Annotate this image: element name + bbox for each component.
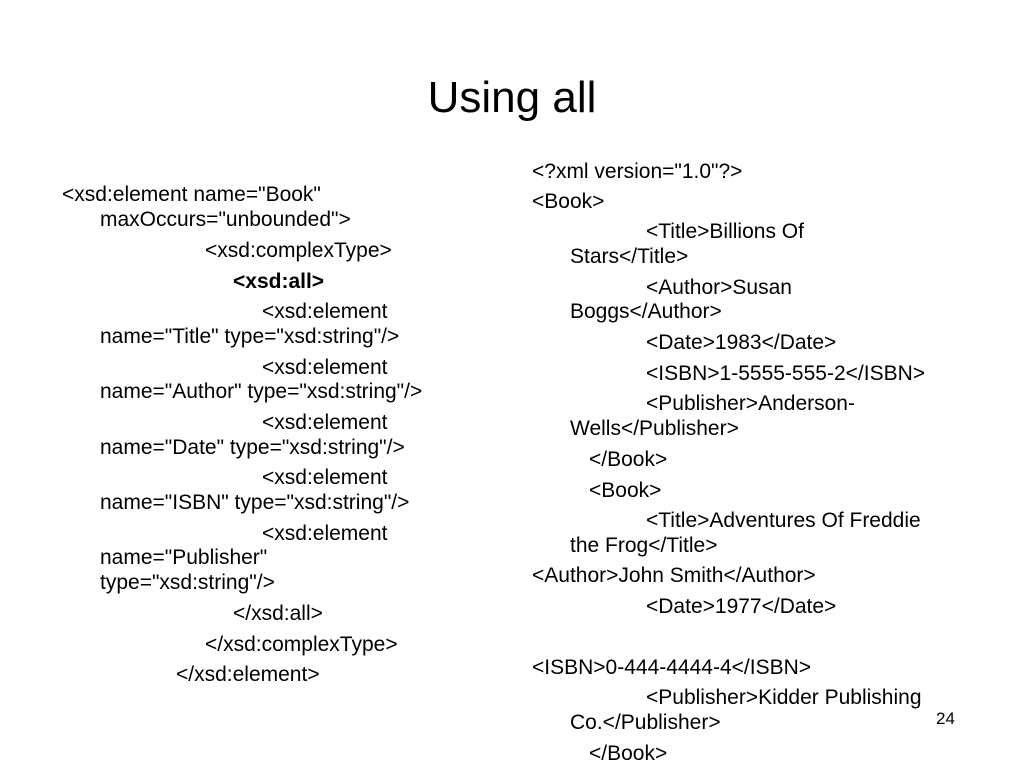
- instance-line: Stars</Title>: [570, 245, 689, 268]
- schema-line: maxOccurs="unbounded">: [100, 208, 351, 231]
- instance-line: <Book>: [532, 190, 605, 213]
- schema-line-bold: <xsd:all>: [233, 270, 325, 293]
- instance-line: </Book>: [589, 742, 668, 765]
- page-number: 24: [936, 709, 955, 728]
- slide-title: Using all: [427, 73, 597, 122]
- schema-line: type="xsd:string"/>: [100, 571, 275, 594]
- instance-line: <Author>John Smith</Author>: [532, 564, 816, 587]
- schema-line: <xsd:element: [262, 356, 388, 379]
- instance-line: <Book>: [589, 479, 662, 502]
- schema-line: name="Title" type="xsd:string"/>: [100, 325, 400, 348]
- schema-line: name="Publisher": [100, 546, 268, 569]
- instance-line: <ISBN>0-444-4444-4</ISBN>: [532, 656, 812, 679]
- instance-line: <Date>1983</Date>: [646, 331, 837, 354]
- schema-line: </xsd:all>: [233, 602, 323, 625]
- instance-line: <Publisher>Kidder Publishing: [646, 686, 922, 709]
- instance-line: the Frog</Title>: [570, 534, 718, 557]
- schema-line: name="Author" type="xsd:string"/>: [100, 380, 423, 403]
- instance-line: <?xml version="1.0"?>: [532, 160, 743, 183]
- instance-line: Boggs</Author>: [570, 300, 722, 323]
- schema-line: <xsd:complexType>: [205, 239, 392, 262]
- instance-line: <Date>1977</Date>: [646, 595, 837, 618]
- schema-line: name="Date" type="xsd:string"/>: [100, 436, 405, 459]
- instance-line: <Publisher>Anderson-: [646, 392, 855, 415]
- instance-line: <ISBN>1-5555-555-2</ISBN>: [646, 362, 926, 385]
- schema-line: </xsd:element>: [176, 663, 320, 686]
- schema-line: <xsd:element: [262, 466, 388, 489]
- schema-line: <xsd:element: [262, 522, 388, 545]
- schema-line: name="ISBN" type="xsd:string"/>: [100, 491, 410, 514]
- instance-line: Wells</Publisher>: [570, 417, 739, 440]
- instance-line: </Book>: [589, 448, 668, 471]
- schema-line: </xsd:complexType>: [205, 633, 398, 656]
- schema-line: <xsd:element name="Book": [62, 183, 321, 206]
- schema-line: <xsd:element: [262, 300, 388, 323]
- instance-line: <Title>Billions Of: [646, 220, 804, 243]
- instance-line: Co.</Publisher>: [570, 711, 721, 734]
- schema-line: <xsd:element: [262, 411, 388, 434]
- instance-line: <Author>Susan: [646, 276, 792, 299]
- instance-line: <Title>Adventures Of Freddie: [646, 509, 921, 532]
